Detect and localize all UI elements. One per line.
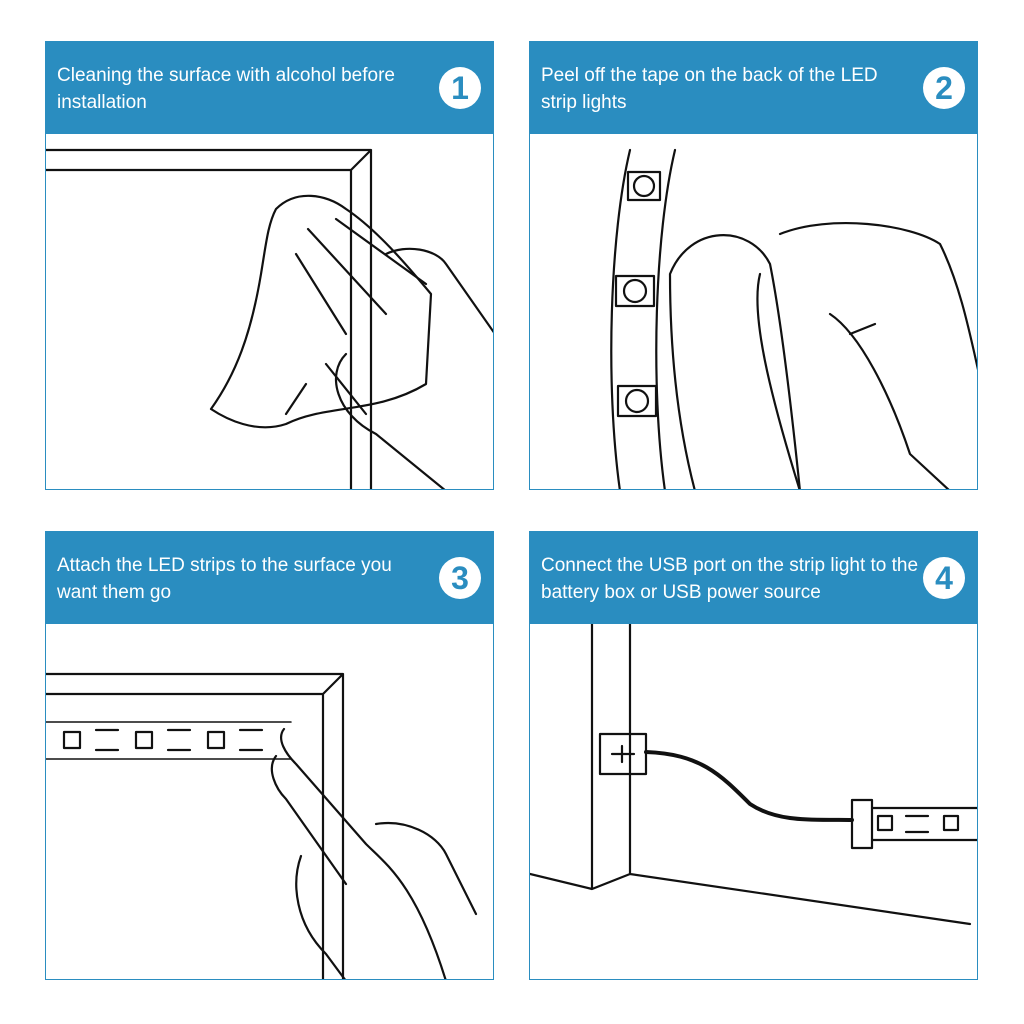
cleaning-illustration [46, 148, 493, 489]
attaching-illustration [46, 672, 478, 979]
step-header: Attach the LED strips to the surface you… [46, 532, 493, 624]
step-text: Peel off the tape on the back of the LED… [541, 65, 878, 113]
step-number-badge: 2 [923, 67, 965, 109]
step-4-panel: Connect the USB port on the strip light … [529, 531, 978, 980]
peeling-illustration [610, 148, 977, 489]
step-text: Attach the LED strips to the surface you… [57, 555, 392, 603]
step-number-badge: 4 [923, 557, 965, 599]
step-number-badge: 3 [439, 557, 481, 599]
step-2-panel: Peel off the tape on the back of the LED… [529, 41, 978, 490]
usb-connection-illustration [530, 624, 977, 926]
step-text: Cleaning the surface with alcohol before… [57, 65, 395, 113]
step-3-panel: Attach the LED strips to the surface you… [45, 531, 494, 980]
step-number-badge: 1 [439, 67, 481, 109]
step-text: Connect the USB port on the strip light … [541, 555, 919, 603]
step-header: Connect the USB port on the strip light … [530, 532, 977, 624]
step-1-panel: Cleaning the surface with alcohol before… [45, 41, 494, 490]
step-header: Cleaning the surface with alcohol before… [46, 42, 493, 134]
step-header: Peel off the tape on the back of the LED… [530, 42, 977, 134]
